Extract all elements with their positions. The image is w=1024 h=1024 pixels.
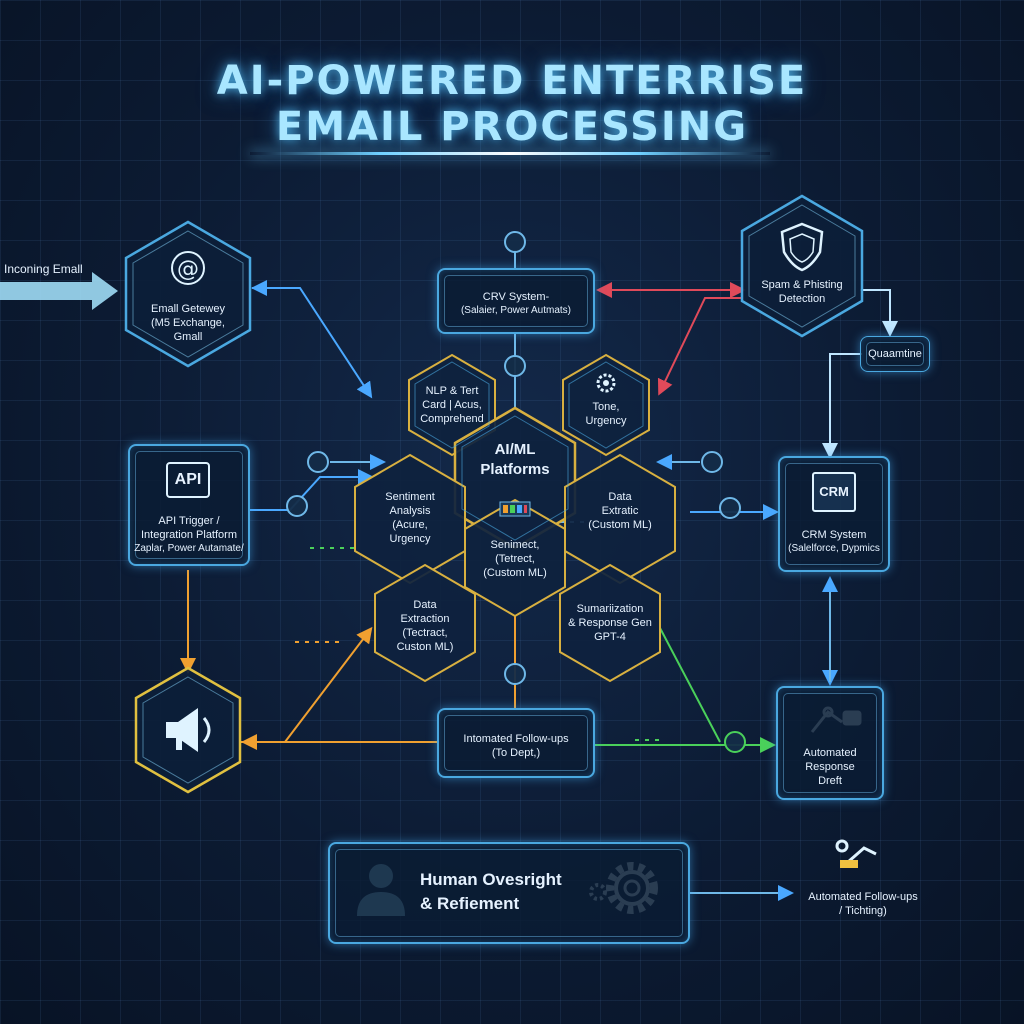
hex-email-gateway xyxy=(124,220,252,368)
page-title-line-1: AI-POWERED ENTERRISE xyxy=(216,58,808,104)
hex-data-right-label: Data Extratic (Custom ML) xyxy=(588,491,652,531)
line-spam-quarantine xyxy=(860,289,898,337)
title-underline xyxy=(250,152,770,155)
connector-right2 xyxy=(719,497,741,519)
shield-icon xyxy=(780,222,824,272)
hex-nlp-label: NLP & Tert Card | Acus, Comprehend xyxy=(420,385,484,425)
crm-system-right-label: CRM System (Salelforce, Dypmics xyxy=(788,529,880,554)
connector-api1 xyxy=(307,451,329,473)
incoming-arrow xyxy=(0,272,118,310)
hex-tone xyxy=(562,353,650,457)
hex-data-left xyxy=(374,563,476,683)
api-trigger-box[interactable] xyxy=(128,444,250,566)
hex-nlp xyxy=(408,353,496,457)
at-sign-icon: @ xyxy=(171,251,205,285)
spam-detection-label: Spam & Phisting Detection xyxy=(761,279,843,305)
hex-sentiment-left-label: Sentiment Analysis (Acure, Urgency xyxy=(385,491,435,545)
connector-bottom xyxy=(504,663,526,685)
line-megaphone-hex xyxy=(240,626,373,743)
line-quarantine-crm xyxy=(822,353,862,459)
connector-green xyxy=(724,731,746,753)
crm-system-top-label: CRV System- (Salaier, Power Autmats) xyxy=(460,291,572,316)
follow-ups-mid-box[interactable] xyxy=(437,708,595,778)
quarantine-label: Quaamtine xyxy=(868,348,922,360)
human-oversight-label: Human Ovesright & Refiement xyxy=(420,870,562,913)
response-draft-box[interactable] xyxy=(776,686,884,800)
crm-document-icon: CRM xyxy=(812,472,856,512)
line-spam-tone xyxy=(657,297,742,396)
chip-icon xyxy=(499,501,531,517)
connector-top xyxy=(504,231,526,253)
follow-ups-right-label: Automated Follow-ups / Tichting) xyxy=(808,891,918,917)
response-draft-label: Automated Response Dreft xyxy=(803,747,857,787)
connector-right1 xyxy=(701,451,723,473)
follow-ups-mid-label: Intomated Follow-ups (To Dept,) xyxy=(463,733,569,759)
robot-arm-icon-2 xyxy=(835,839,877,868)
hex-spam xyxy=(740,194,864,338)
settings-gear-icon xyxy=(596,373,616,393)
email-gateway-label: Emall Getewey (M5 Exchange, Gmall xyxy=(151,303,225,343)
svg-text:@: @ xyxy=(177,257,199,282)
hex-sentiment-center xyxy=(464,498,566,618)
incoming-email-label: Inconing Emall xyxy=(4,262,83,276)
quarantine-box[interactable] xyxy=(860,336,930,372)
human-oversight-box[interactable] xyxy=(328,842,690,944)
hex-summary xyxy=(559,563,661,683)
line-gateway-nlp xyxy=(252,287,373,399)
api-trigger-label: API Trigger / Integration Platform Zapla… xyxy=(134,515,244,554)
hex-sentiment-center-label: Senimect, (Tetrect, (Custom ML) xyxy=(483,539,547,579)
line-summary-response xyxy=(659,627,721,743)
api-icon: API xyxy=(166,462,210,498)
line-api-hex xyxy=(250,469,374,511)
page-title-line-2: EMAIL PROCESSING xyxy=(275,104,749,150)
hex-data-left-label: Data Extraction (Tectract, Custon ML) xyxy=(396,599,454,653)
hex-center-label: AI/ML Platforms xyxy=(480,441,550,478)
hex-tone-label: Tone, Urgency xyxy=(585,401,627,427)
crm-system-right[interactable] xyxy=(778,456,890,572)
connector-crm xyxy=(504,355,526,377)
hex-summary-label: Sumariization & Response Gen GPT-4 xyxy=(568,603,652,643)
crm-system-top[interactable] xyxy=(437,268,595,334)
connector-api2 xyxy=(286,495,308,517)
megaphone-icon xyxy=(166,708,211,752)
